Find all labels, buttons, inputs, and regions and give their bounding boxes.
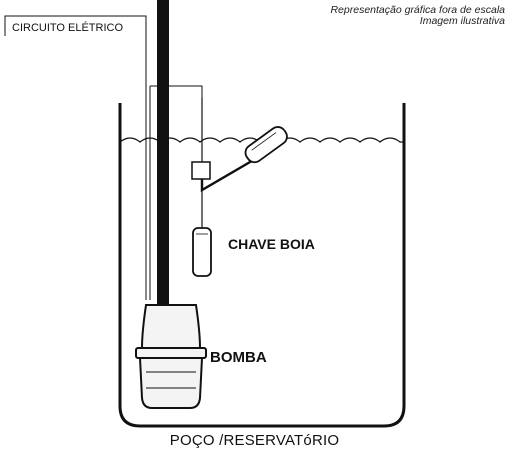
- counterweight: [192, 227, 212, 277]
- circuit-label: CIRCUITO ELÉTRICO: [12, 22, 124, 34]
- tank-outline: [118, 103, 406, 428]
- illustrative-disclaimer: Imagem ilustrativa: [419, 15, 505, 27]
- pump-lower-body: [138, 357, 204, 409]
- electric-cable: [145, 40, 151, 300]
- cable-clamp: [191, 161, 211, 180]
- upper-float: [244, 126, 288, 164]
- scale-disclaimer: Representação gráfica fora de escala: [330, 4, 505, 16]
- circuit-label-frame: [4, 15, 147, 40]
- discharge-pipe: [157, 0, 169, 308]
- pump-label: BOMBA: [210, 349, 267, 366]
- pump-upper-body: [140, 304, 202, 349]
- pump: [135, 304, 207, 409]
- pump-band: [135, 347, 207, 359]
- float-switch-label: CHAVE BOIA: [228, 236, 315, 252]
- tank-label: POÇO /RESERVATóRIO: [169, 432, 340, 449]
